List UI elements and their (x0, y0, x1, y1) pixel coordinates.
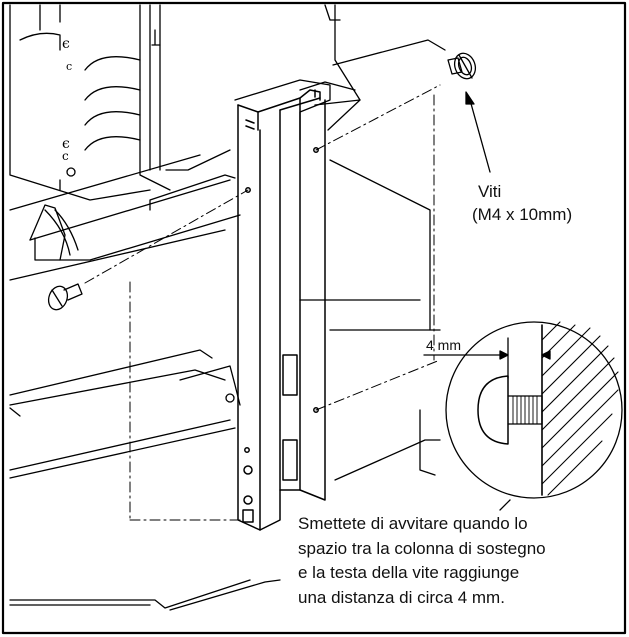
screws-callout: Viti (M4 x 10mm) (472, 180, 572, 226)
screws-callout-line2: (M4 x 10mm) (472, 205, 573, 224)
svg-text:c: c (66, 60, 72, 73)
gap-dimension-label: 4 mm (426, 337, 461, 353)
svg-text:c: c (62, 149, 69, 163)
support-column (237, 89, 326, 531)
screw-top-icon (447, 52, 477, 80)
screws-callout-line1: Viti (478, 182, 502, 201)
svg-text:ϵ: ϵ (62, 136, 70, 152)
screw-leader-arrow (465, 91, 491, 173)
svg-text:ϵ: ϵ (62, 36, 70, 52)
note-line-1: Smettete di avvitare quando lo (298, 514, 528, 533)
screw-left-icon (47, 283, 83, 311)
base-plate (9, 154, 511, 611)
printer-body: ϵ c ϵ c (9, 4, 446, 331)
note-line-4: una distanza di circa 4 mm. (298, 587, 505, 607)
note-line-2: spazio tra la colonna di sostegno (298, 538, 546, 558)
instruction-note: Smettete di avvitare quando lo spazio tr… (298, 512, 546, 610)
detail-magnifier (423, 321, 623, 499)
note-line-3: e la testa della vite raggiunge (298, 563, 520, 582)
guide-lines (84, 84, 441, 521)
